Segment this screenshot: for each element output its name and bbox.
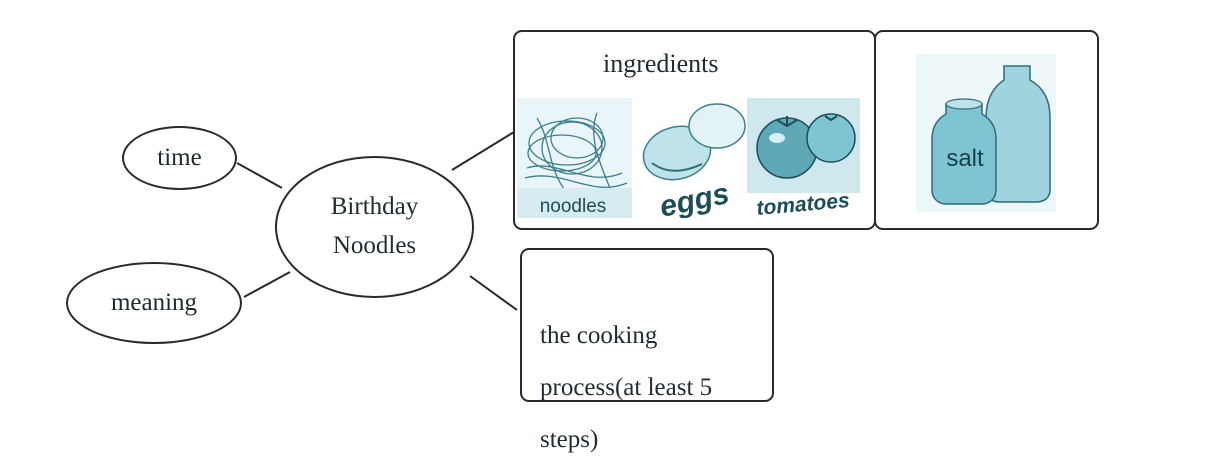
ingredients-title: ingredients bbox=[603, 49, 719, 79]
noodles-icon: noodles bbox=[517, 98, 632, 218]
tomatoes-icon: tomatoes bbox=[747, 98, 860, 218]
process-box: the cooking process(at least 5 steps) bbox=[520, 248, 774, 402]
salt-jars-icon: salt bbox=[916, 54, 1056, 212]
connector-time bbox=[237, 163, 282, 188]
meaning-node: meaning bbox=[66, 262, 242, 344]
center-label: Birthday Noodles bbox=[331, 188, 419, 266]
time-label: time bbox=[157, 139, 201, 178]
connector-process bbox=[470, 276, 517, 310]
center-label-line2: Noodles bbox=[331, 227, 419, 266]
time-node: time bbox=[122, 126, 237, 190]
center-node: Birthday Noodles bbox=[275, 156, 474, 298]
salt-label: salt bbox=[946, 145, 984, 172]
connector-ingredients bbox=[452, 132, 514, 170]
tomatoes-label: tomatoes bbox=[756, 189, 851, 218]
connector-meaning bbox=[244, 272, 290, 297]
noodles-label: noodles bbox=[540, 196, 607, 217]
salt-box: salt bbox=[874, 30, 1099, 230]
process-text: the cooking process(at least 5 steps) bbox=[540, 322, 712, 453]
eggs-icon: eggs bbox=[632, 98, 747, 218]
center-label-line1: Birthday bbox=[331, 188, 419, 227]
meaning-label: meaning bbox=[111, 284, 197, 323]
ingredients-box: ingredients noodles eggs tomatoes bbox=[513, 30, 876, 230]
